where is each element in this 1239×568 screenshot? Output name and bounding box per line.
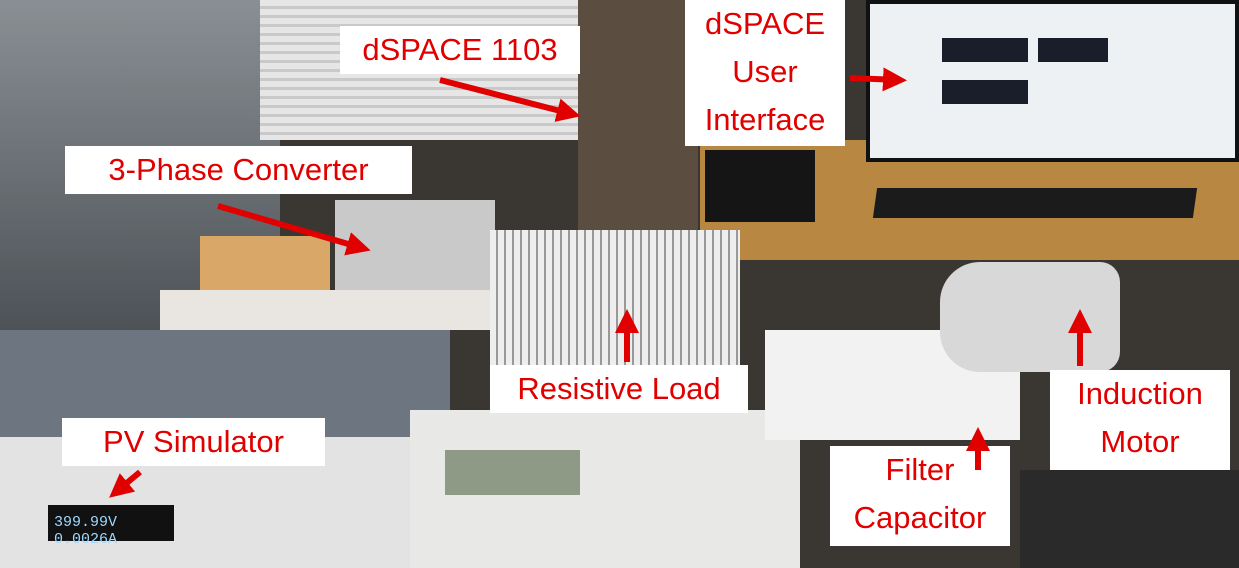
load-display: [445, 450, 580, 495]
label-line: Capacitor: [853, 500, 987, 535]
arrow-converter: [217, 203, 371, 256]
label-line: dSPACE: [704, 6, 826, 41]
label-induction-motor: Induction Motor: [1050, 370, 1230, 470]
floor-clutter: [1020, 470, 1239, 568]
label-pv-simulator: PV Simulator: [62, 418, 325, 466]
label-line: Filter: [885, 452, 955, 487]
label-line: Interface: [704, 102, 826, 137]
label-line: User: [732, 54, 798, 89]
label-dspace-1103: dSPACE 1103: [340, 26, 580, 74]
arrow-pv-simulator: [109, 469, 142, 498]
label-resistive-load: Resistive Load: [490, 365, 748, 413]
dspace-1103-box: [578, 0, 698, 260]
wood-block: [200, 236, 330, 291]
pv-display: 399.99V 0.0026A: [48, 505, 174, 548]
label-3-phase-converter: 3-Phase Converter: [65, 146, 412, 194]
table-top: [160, 290, 490, 330]
pc-tower: [705, 150, 815, 222]
monitor: [866, 0, 1239, 162]
arrow-dspace-1103: [439, 77, 581, 122]
resistive-load-unit: [490, 230, 740, 370]
label-line: Motor: [1100, 424, 1180, 459]
arrow-dspace-ui: [849, 67, 907, 92]
monitor-screen: [870, 4, 1235, 158]
label-line: Induction: [1077, 376, 1203, 411]
label-dspace-user-interface: dSPACE User Interface: [685, 0, 845, 146]
